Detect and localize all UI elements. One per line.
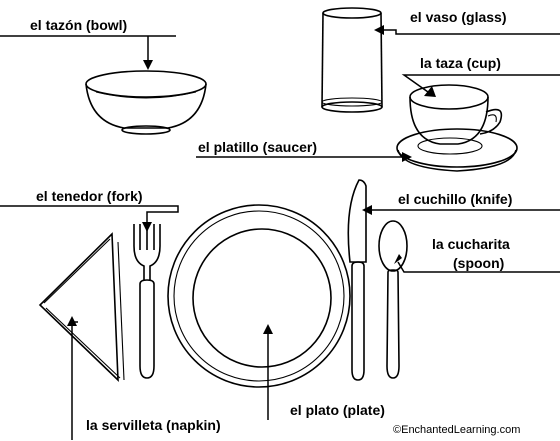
- label-plate: el plato (plate): [290, 402, 385, 418]
- label-cup: la taza (cup): [420, 55, 501, 71]
- glass-drawing: [321, 7, 383, 113]
- bowl-drawing: [85, 70, 207, 135]
- knife-drawing: [347, 179, 367, 381]
- label-napkin: la servilleta (napkin): [86, 417, 221, 433]
- label-knife: el cuchillo (knife): [398, 191, 513, 207]
- cup-drawing: [409, 84, 503, 145]
- label-bowl: el tazón (bowl): [30, 17, 128, 33]
- credit-text: ©EnchantedLearning.com: [393, 424, 521, 436]
- spoon-drawing: [378, 220, 408, 379]
- label-glass: el vaso (glass): [410, 9, 507, 25]
- label-fork: el tenedor (fork): [36, 188, 143, 204]
- plate-drawing: [167, 204, 351, 388]
- label-saucer: el platillo (saucer): [198, 139, 318, 155]
- label-spoon-line1: la cucharita: [432, 236, 510, 252]
- napkin-drawing: [38, 232, 125, 382]
- saucer-drawing: [396, 128, 518, 172]
- fork-drawing: [133, 222, 161, 379]
- label-spoon-line2: (spoon): [453, 255, 505, 271]
- leader-lines: [0, 25, 560, 440]
